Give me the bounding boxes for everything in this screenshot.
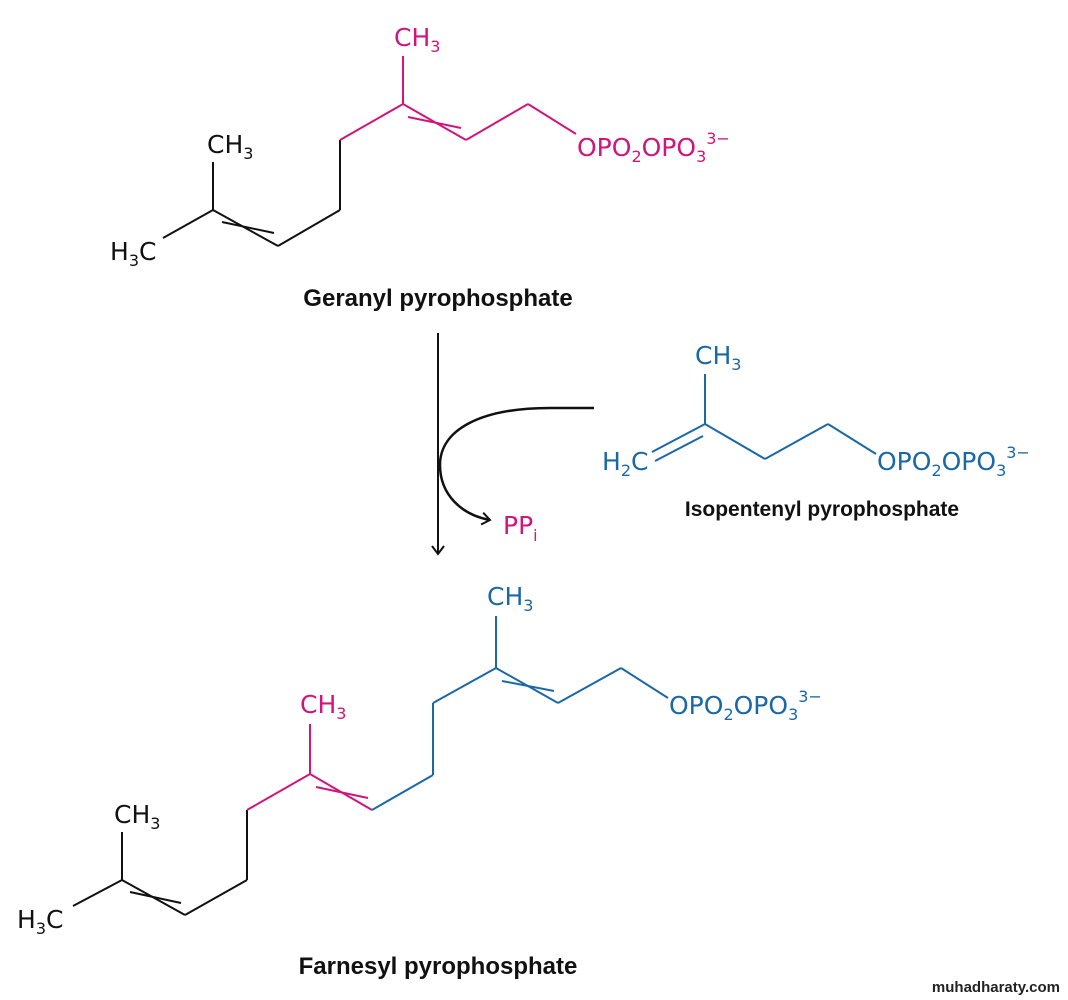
pyrophosphate-label: OPO2OPO33− [669,687,822,724]
methyl-label: CH3 [695,341,741,374]
methyl-label: CH3 [300,690,346,723]
pyrophosphate-byproduct-label: PPi [503,511,538,545]
isopentenyl-caption: Isopentenyl pyrophosphate [685,498,959,521]
isopentenyl-bonds [651,374,877,462]
pyrophosphate-label: OPO2OPO33− [877,443,1030,480]
farnesyl-black-bonds [72,810,248,916]
farnesyl-blue-bonds [371,616,669,811]
methyl-label: CH3 [394,23,440,56]
geranyl-black-bonds [162,140,341,247]
methyl-label: CH3 [114,800,160,833]
watermark: muhadharaty.com [931,979,1060,996]
methyl-label: CH3 [207,130,253,163]
curved-arrow [438,406,594,526]
farnesyl-pink-bonds [246,724,373,811]
methyl-label: H3C [17,905,63,938]
methyl-label: CH3 [487,582,533,615]
farnesyl-pyrophosphate-structure: CH3 H3C CH3 CH3 OPO2OPO33− Farnesyl pyro… [17,582,822,980]
methyl-label: H3C [110,237,156,270]
methylene-label: H2C [602,447,648,480]
farnesyl-caption: Farnesyl pyrophosphate [299,953,578,980]
reaction-arrows: PPi [431,333,594,556]
pyrophosphate-label: OPO2OPO33− [577,129,730,166]
geranyl-pink-bonds [339,56,577,141]
geranyl-caption: Geranyl pyrophosphate [303,285,572,312]
geranyl-pyrophosphate-structure: CH3 H3C CH3 OPO2OPO33− Geranyl pyrophosp… [110,23,730,312]
isopentenyl-pyrophosphate-structure: CH3 H2C OPO2OPO33− Isopentenyl pyrophosp… [602,341,1030,521]
